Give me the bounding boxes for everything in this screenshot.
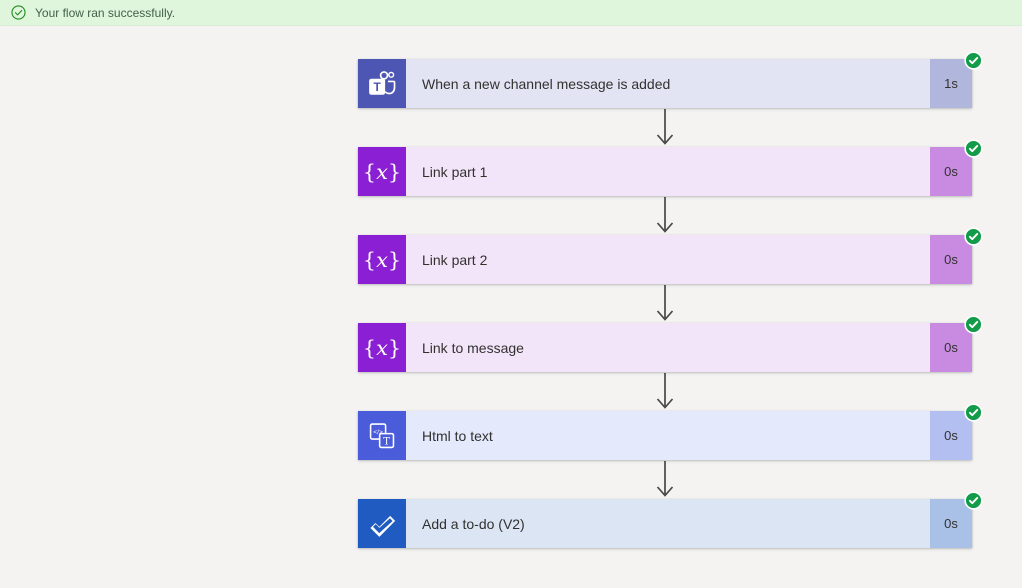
flow-step-card[interactable]: {x} Link part 1 0s — [358, 139, 983, 196]
connector-arrow-icon — [653, 284, 677, 323]
connector-arrow-icon — [653, 108, 677, 147]
fx-icon: {x} — [358, 147, 406, 196]
flow-diagram: T When a new channel message is added 1s… — [358, 51, 983, 548]
step-title: Link to message — [422, 339, 524, 356]
step-success-icon — [964, 51, 983, 70]
svg-text:{x}: {x} — [365, 160, 399, 184]
todo-icon — [358, 499, 406, 548]
svg-text:</>: </> — [373, 429, 383, 436]
svg-text:{x}: {x} — [365, 248, 399, 272]
fx-icon: {x} — [358, 323, 406, 372]
svg-text:{x}: {x} — [365, 336, 399, 360]
step-duration-badge: 0s — [930, 411, 972, 460]
connector-arrow-icon — [653, 372, 677, 411]
step-title: Link part 1 — [422, 163, 488, 180]
step-duration-badge: 0s — [930, 499, 972, 548]
flow-step-card[interactable]: {x} Link to message 0s — [358, 315, 983, 372]
step-title: Add a to-do (V2) — [422, 515, 525, 532]
success-check-icon — [10, 4, 27, 21]
flow-step-card[interactable]: Add a to-do (V2) 0s — [358, 491, 983, 548]
connector-arrow-icon — [653, 460, 677, 499]
success-banner: Your flow ran successfully. — [0, 0, 1022, 26]
step-success-icon — [964, 403, 983, 422]
teams-icon: T — [358, 59, 406, 108]
svg-text:T: T — [383, 436, 390, 447]
success-banner-text: Your flow ran successfully. — [35, 5, 176, 20]
step-success-icon — [964, 227, 983, 246]
html-to-text-icon: </>T — [358, 411, 406, 460]
connector-arrow-icon — [653, 196, 677, 235]
step-duration-badge: 1s — [930, 59, 972, 108]
step-duration-badge: 0s — [930, 323, 972, 372]
step-duration-badge: 0s — [930, 235, 972, 284]
flow-step-card[interactable]: {x} Link part 2 0s — [358, 227, 983, 284]
step-title: When a new channel message is added — [422, 75, 671, 92]
step-title: Html to text — [422, 427, 493, 444]
flow-step-card[interactable]: </>T Html to text 0s — [358, 403, 983, 460]
step-duration-badge: 0s — [930, 147, 972, 196]
flow-step-card[interactable]: T When a new channel message is added 1s — [358, 51, 983, 108]
svg-text:T: T — [373, 80, 381, 94]
step-success-icon — [964, 491, 983, 510]
step-success-icon — [964, 139, 983, 158]
fx-icon: {x} — [358, 235, 406, 284]
step-success-icon — [964, 315, 983, 334]
step-title: Link part 2 — [422, 251, 488, 268]
